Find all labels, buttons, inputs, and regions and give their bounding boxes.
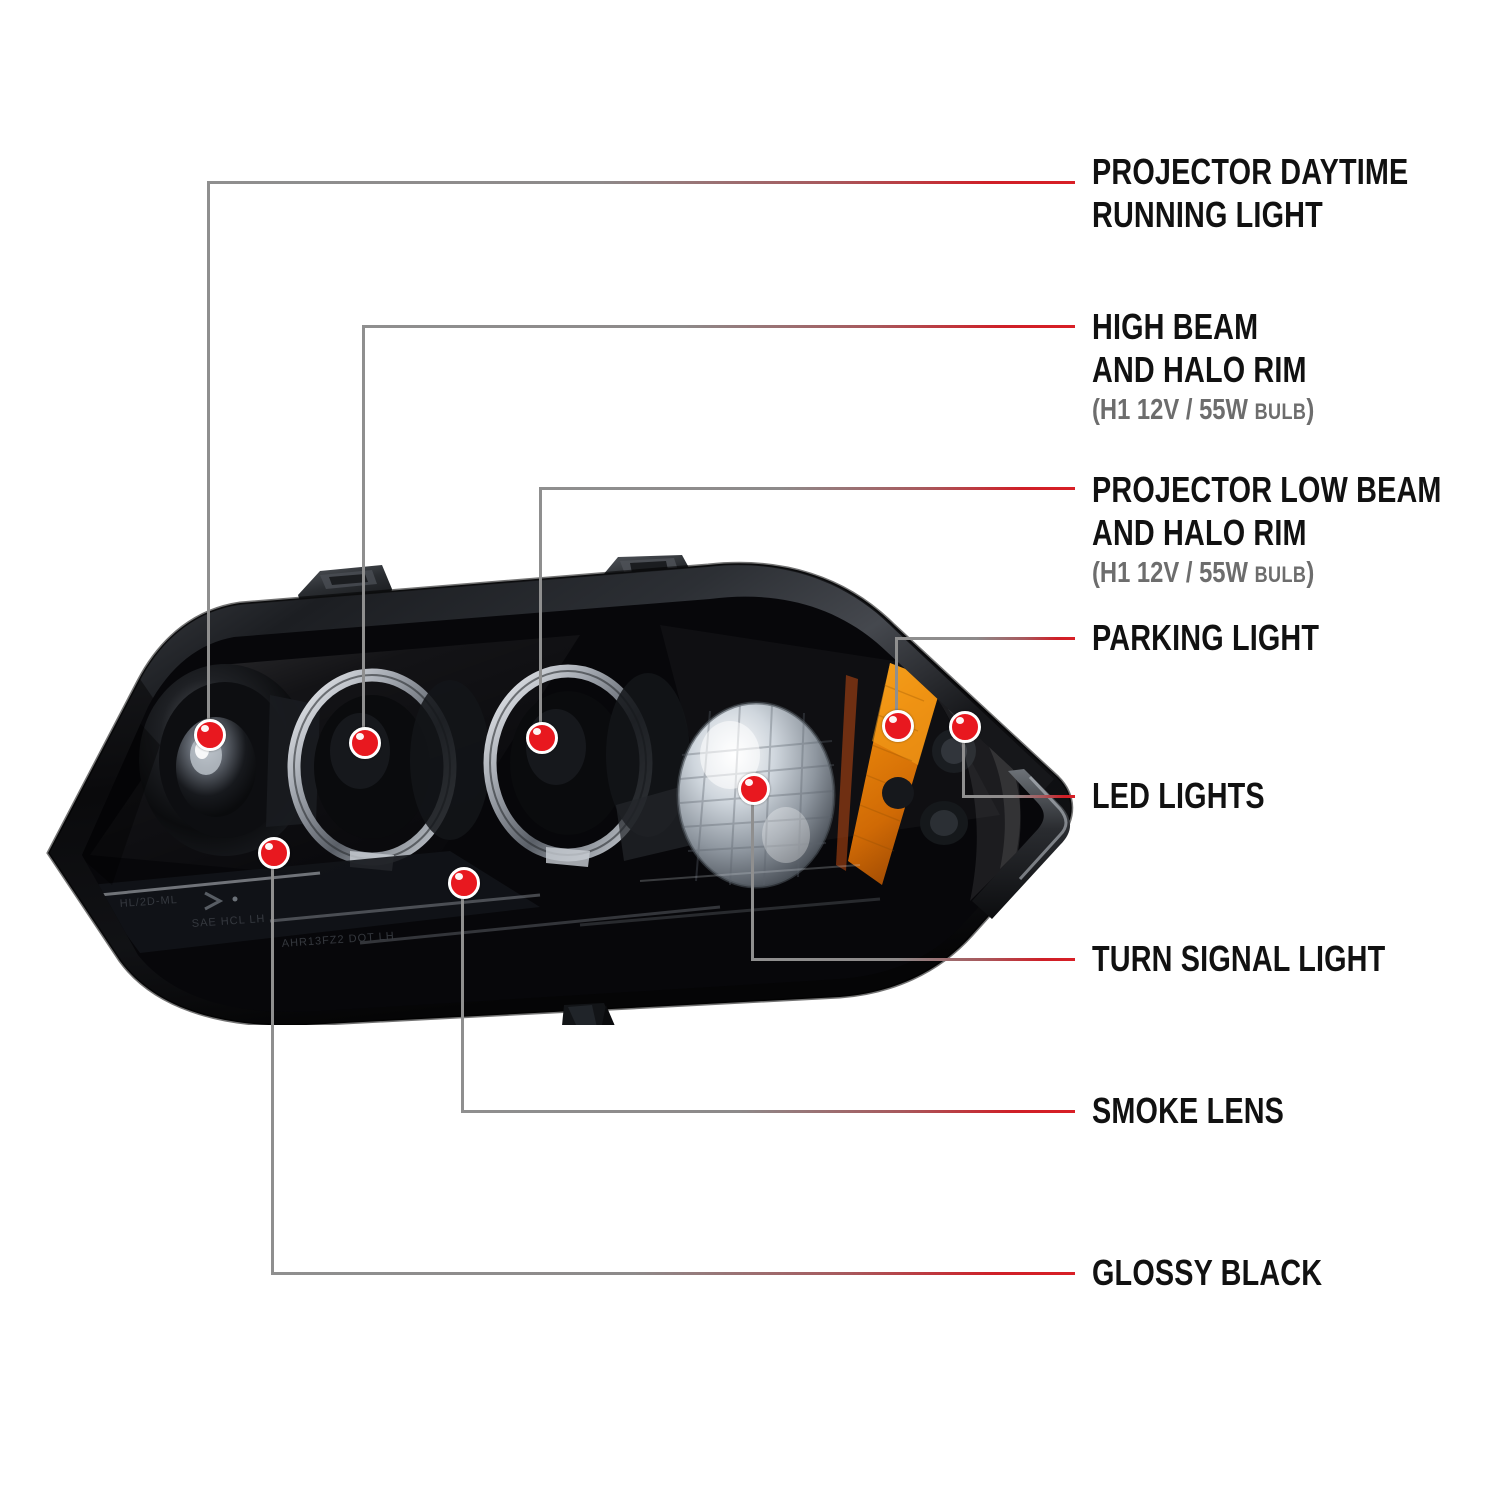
leader-line-high-beam-vertical (362, 325, 365, 745)
leader-line-parking-light-vertical (895, 637, 898, 723)
halo-ring-high-beam (287, 668, 490, 871)
callout-turn-signal-light: TURN SIGNAL LIGHT (1092, 937, 1459, 980)
marker-dot-high-beam[interactable] (349, 727, 381, 759)
marker-dot-parking-light[interactable] (882, 710, 914, 742)
marker-dot-projector-drl[interactable] (194, 719, 226, 751)
headlight-assembly-image: HL/2D-ML SAE HCL LH AHR13FZ2 DOT LH (20, 555, 1080, 1025)
marker-dot-led-lights[interactable] (949, 711, 981, 743)
leader-line-smoke-lens-vertical (461, 880, 464, 1113)
sub-open-paren: ( (1092, 394, 1100, 426)
leader-line-projector-drl-horizontal (207, 181, 1075, 184)
callout-projector-drl: PROJECTOR DAYTIME RUNNING LIGHT (1092, 150, 1487, 236)
sub-small: BULB (1254, 399, 1307, 424)
housing-outline (46, 561, 1074, 1025)
leader-line-turn-signal-horizontal (751, 958, 1075, 961)
callout-line-1: PROJECTOR DAYTIME (1092, 151, 1409, 192)
marker-dot-glossy-black[interactable] (258, 837, 290, 869)
sub-main: H1 12V / 55W (1099, 394, 1248, 426)
callout-line-1: PARKING LIGHT (1092, 617, 1320, 658)
lens-interior: HL/2D-ML SAE HCL LH AHR13FZ2 DOT LH (82, 596, 1048, 1012)
callout-line-2: AND HALO RIM (1092, 512, 1307, 553)
sub-close-paren: ) (1306, 394, 1315, 426)
callout-led-lights: LED LIGHTS (1092, 774, 1308, 817)
leader-line-parking-light-horizontal (895, 637, 1075, 640)
svg-text:HL/2D-ML: HL/2D-ML (119, 894, 178, 910)
marker-dot-low-beam[interactable] (526, 722, 558, 754)
callout-high-beam-halo: HIGH BEAM AND HALO RIM (H1 12V / 55W BUL… (1092, 305, 1363, 429)
marker-dot-turn-signal[interactable] (738, 773, 770, 805)
svg-text:SAE HCL LH: SAE HCL LH (191, 913, 265, 930)
callout-line-1: SMOKE LENS (1092, 1090, 1285, 1131)
right-edge-strip (972, 769, 1071, 919)
callout-line-1: HIGH BEAM (1092, 306, 1259, 347)
callout-line-2: RUNNING LIGHT (1092, 194, 1323, 235)
leader-line-turn-signal-vertical (751, 786, 754, 961)
callout-smoke-lens: SMOKE LENS (1092, 1089, 1332, 1132)
sub-small: BULB (1254, 562, 1307, 587)
leader-line-led-lights-horizontal (962, 795, 1075, 798)
callout-projector-low-beam-halo: PROJECTOR LOW BEAM AND HALO RIM (H1 12V … (1092, 468, 1500, 592)
bottom-mounting-bracket (562, 1003, 615, 1025)
leader-line-smoke-lens-horizontal (461, 1110, 1075, 1113)
sub-main: H1 12V / 55W (1099, 557, 1248, 589)
leader-line-high-beam-horizontal (362, 325, 1075, 328)
callout-line-1: TURN SIGNAL LIGHT (1092, 938, 1386, 979)
callout-line-1: PROJECTOR LOW BEAM (1092, 469, 1442, 510)
sub-close-paren: ) (1306, 557, 1315, 589)
leader-line-glossy-black-vertical (271, 850, 274, 1275)
leader-line-low-beam-vertical (539, 487, 542, 741)
callout-glossy-black: GLOSSY BLACK (1092, 1251, 1380, 1294)
sub-open-paren: ( (1092, 557, 1100, 589)
leader-line-led-lights-vertical (962, 724, 965, 798)
callout-line-1: LED LIGHTS (1092, 775, 1265, 816)
callout-sub-label: (H1 12V / 55W BULB) (1092, 556, 1450, 592)
leader-line-glossy-black-horizontal (271, 1272, 1075, 1275)
leader-line-projector-drl-vertical (207, 181, 210, 737)
callout-sub-label: (H1 12V / 55W BULB) (1092, 393, 1314, 429)
projector-drl-unit (139, 664, 320, 856)
callout-parking-light: PARKING LIGHT (1092, 616, 1376, 659)
leader-line-low-beam-horizontal (539, 487, 1075, 490)
callout-line-1: GLOSSY BLACK (1092, 1252, 1323, 1293)
marker-dot-smoke-lens[interactable] (448, 867, 480, 899)
callout-line-2: AND HALO RIM (1092, 349, 1307, 390)
